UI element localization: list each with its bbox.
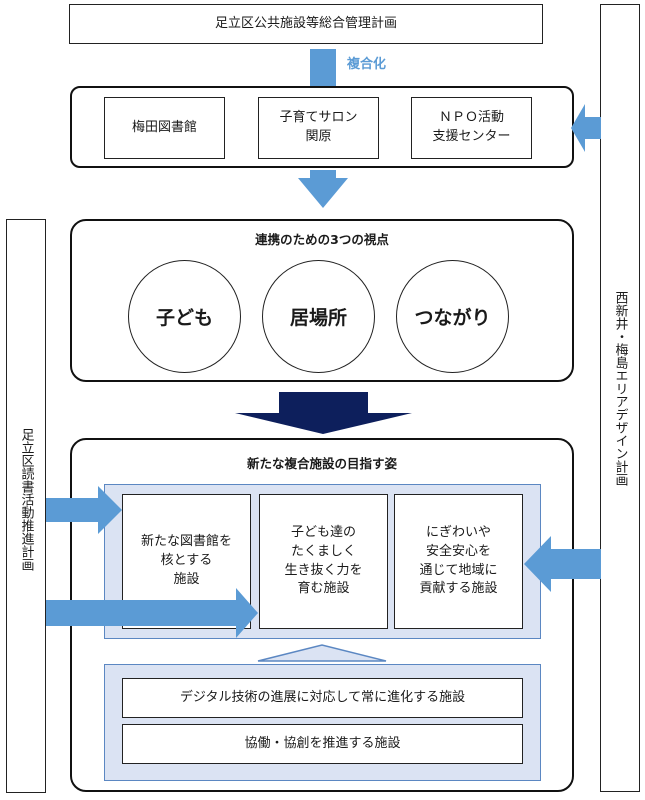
- foundation-box: 協働・協創を推進する施設: [122, 724, 523, 764]
- big-down-arrow-icon: [235, 392, 412, 434]
- right-arrow-icon: [46, 588, 258, 638]
- left-arrow-icon: [571, 104, 601, 152]
- perspectives-title: 連携のための3つの視点: [255, 232, 389, 247]
- pillar-box: にぎわいや 安全安心を 通じて地域に 貢献する施設: [394, 494, 523, 629]
- right-plan-box: 西新井・梅島エリアデザイン計画: [600, 4, 640, 792]
- goals-title: 新たな複合施設の目指す姿: [246, 456, 397, 471]
- perspective-label: つながり: [414, 307, 491, 329]
- perspective-label: 子ども: [155, 307, 213, 329]
- facility-box: 梅田図書館: [104, 97, 225, 159]
- pillar-label: 子ども達の たくましく 生き抜く力を 育む施設: [284, 524, 363, 597]
- foundation-label: デジタル技術の進展に対応して常に進化する施設: [179, 689, 466, 705]
- pillar-label: にぎわいや 安全安心を 通じて地域に 貢献する施設: [419, 524, 498, 597]
- facility-label: 梅田図書館: [131, 119, 197, 135]
- down-arrow-icon: [298, 170, 348, 208]
- left-plan-label: 足立区読書活動推進計画: [18, 428, 34, 571]
- up-triangle-icon: [257, 644, 387, 662]
- perspective-circle: 居場所: [262, 260, 375, 373]
- merge-label: 複合化: [347, 57, 387, 72]
- left-arrow-icon: [524, 536, 601, 592]
- merge-arrow-stem: [310, 49, 336, 86]
- pillar-box: 子ども達の たくましく 生き抜く力を 育む施設: [259, 494, 388, 629]
- perspective-circle: つながり: [396, 260, 509, 373]
- right-plan-label: 西新井・梅島エリアデザイン計画: [612, 291, 628, 486]
- facility-label: ＮＰＯ活動 支援センター: [432, 110, 511, 144]
- perspective-label: 居場所: [289, 307, 347, 329]
- perspective-circle: 子ども: [128, 260, 241, 373]
- foundation-box: デジタル技術の進展に対応して常に進化する施設: [122, 678, 523, 718]
- right-arrow-icon: [46, 486, 122, 534]
- left-plan-box: 足立区読書活動推進計画: [6, 219, 46, 793]
- facility-box: 子育てサロン 関原: [258, 97, 379, 159]
- pillar-label: 新たな図書館を 核とする 施設: [140, 534, 232, 587]
- top-plan-label: 足立区公共施設等総合管理計画: [214, 15, 397, 31]
- top-plan-box: 足立区公共施設等総合管理計画: [69, 4, 543, 44]
- facility-label: 子育てサロン 関原: [279, 110, 358, 144]
- foundation-label: 協働・協創を推進する施設: [244, 735, 401, 751]
- facility-box: ＮＰＯ活動 支援センター: [411, 97, 532, 159]
